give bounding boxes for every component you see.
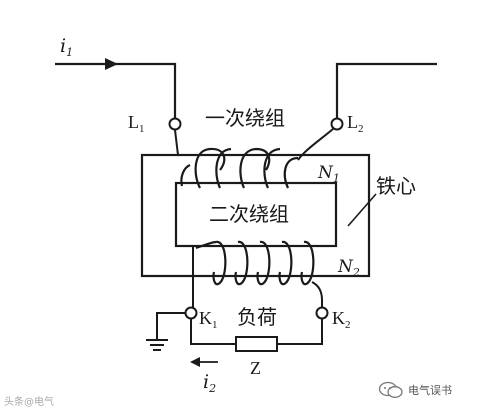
load-label: 负荷 [237,305,277,329]
secondary-winding-coils [195,240,315,286]
terminal-k1-label: K1 [199,308,218,331]
watermark-left: 头条@电气 [4,397,54,408]
load-wire-left [190,319,236,345]
load-wire-right [277,319,323,345]
primary-current-arrow [105,58,118,70]
secondary-current-label: i2 [203,371,216,395]
ground-wire [156,312,186,340]
terminal-k2-node [315,306,329,320]
primary-winding-label: 一次绕组 [205,106,285,130]
n2-label: N2 [337,257,360,279]
lead-l2 [297,128,334,161]
iron-core-label: 铁心 [376,174,416,198]
terminal-l2-label: L2 [347,112,364,135]
terminal-l1-label: L1 [128,112,145,135]
iron-core-outer [140,153,371,278]
primary-line-right [335,62,437,118]
iron-core-pointer [347,193,377,227]
n1-label: N1 [317,163,340,185]
terminal-k2-label: K2 [332,308,351,331]
terminal-l2-node [330,117,344,131]
lead-l1 [174,129,179,156]
terminal-k1-node [184,306,198,320]
iron-core-window [174,181,338,248]
lead-k2 [311,281,323,308]
primary-winding-coils [180,147,299,189]
primary-line-left [55,62,177,118]
terminal-l1-node [168,117,182,131]
secondary-winding-label: 二次绕组 [209,202,289,226]
watermark-right-text: 电气误书 [408,384,452,397]
wechat-icon [378,381,403,398]
load-impedance-box [235,336,278,352]
impedance-label: Z [250,358,261,378]
primary-current-label: i1 [60,35,73,59]
watermark-right: 电气误书 [378,381,452,399]
secondary-current-arrow-head [190,357,200,367]
ground-symbol [146,339,168,351]
